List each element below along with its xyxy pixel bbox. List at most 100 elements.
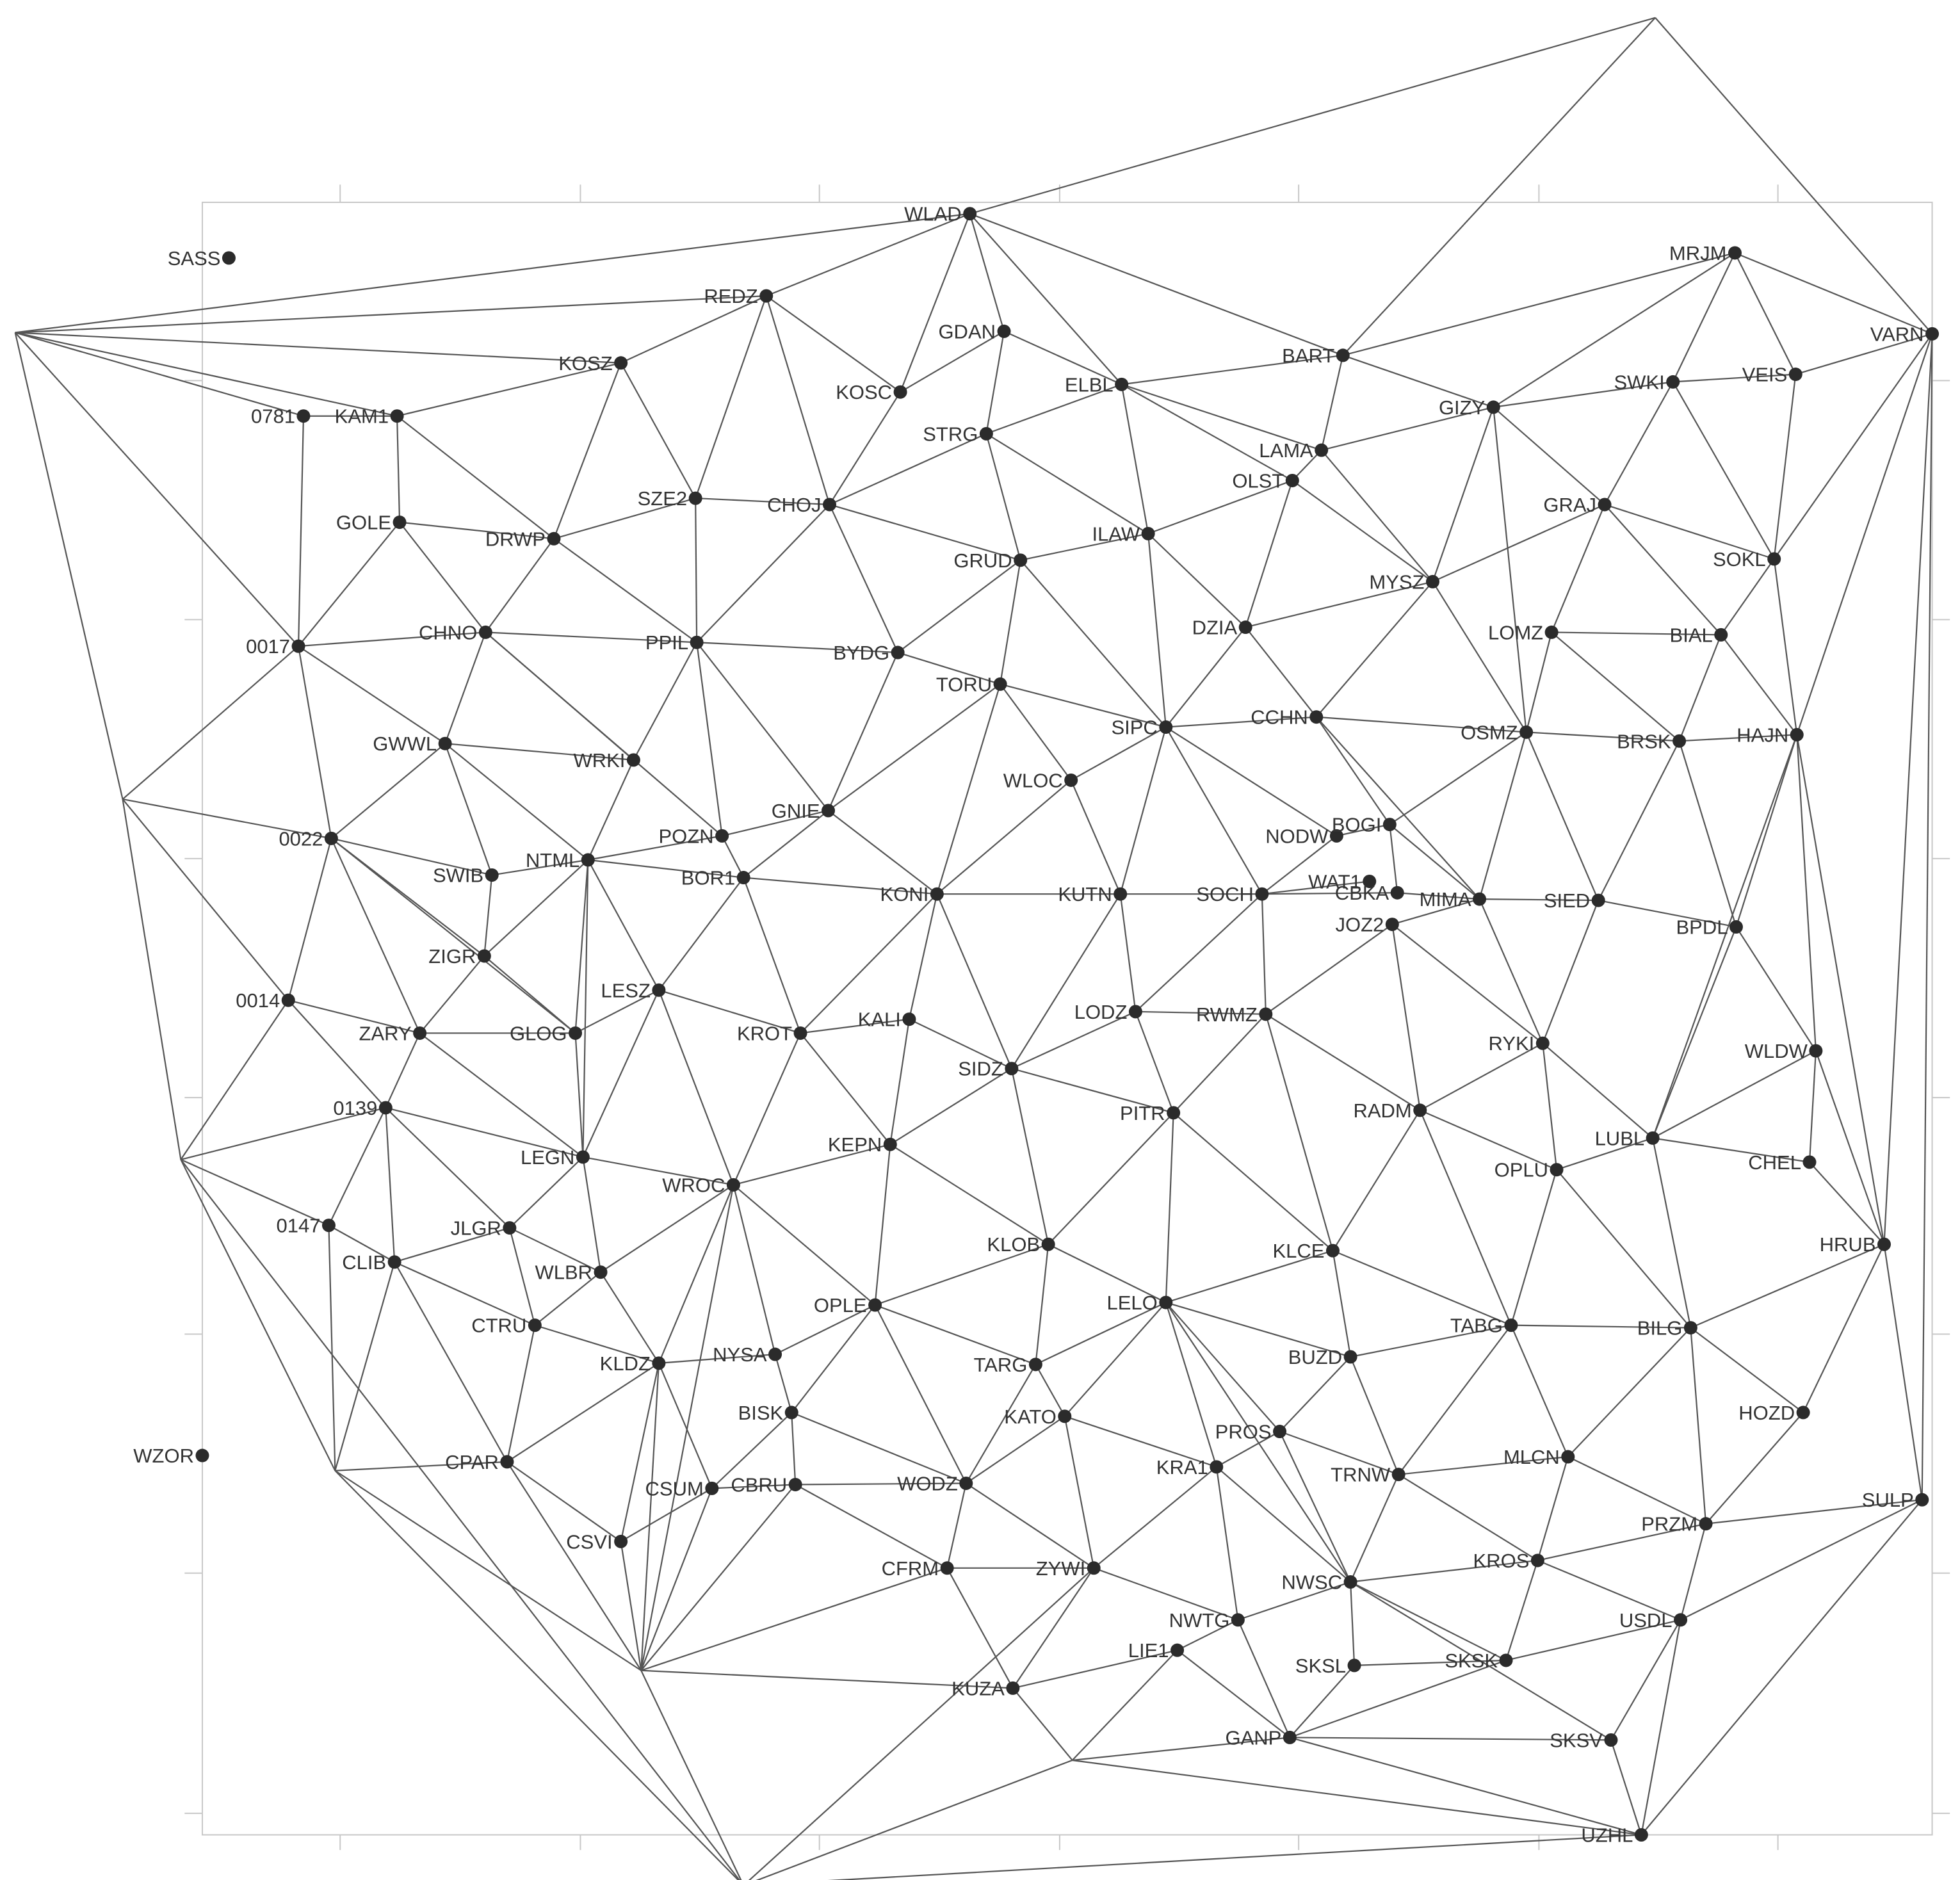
station-marker — [1604, 1733, 1618, 1747]
station-label: PITR — [1120, 1102, 1165, 1124]
network-edge — [1011, 1010, 1136, 1069]
network-edge — [1604, 503, 1775, 560]
network-edge — [969, 213, 1122, 385]
network-edge — [485, 631, 723, 837]
station-label: KLDZ — [600, 1352, 651, 1375]
station-marker — [1363, 874, 1377, 888]
network-edge — [969, 213, 1343, 356]
station-pitr: PITR — [1120, 1102, 1181, 1124]
network-edge — [721, 835, 745, 879]
station-cchn: CCHN — [1251, 706, 1324, 729]
station-lama: LAMA — [1259, 439, 1329, 462]
network-edge — [483, 955, 576, 1034]
station-marker — [1141, 526, 1155, 540]
network-edge — [1135, 893, 1263, 1012]
network-edge — [827, 1834, 1642, 1880]
network-edge — [1678, 634, 1722, 741]
network-edge — [385, 1107, 510, 1229]
station-hajn: HAJN — [1737, 724, 1804, 746]
station-label: SULP — [1862, 1489, 1914, 1511]
network-edge — [985, 433, 1149, 535]
station-label: CHNO — [419, 621, 477, 644]
plot-frame — [184, 184, 1950, 1851]
station-koni: KONI — [880, 883, 944, 905]
network-edge — [1000, 560, 1021, 685]
network-edge — [1598, 900, 1737, 928]
network-edge — [1493, 407, 1605, 505]
station-marker — [291, 639, 305, 653]
station-bpdl: BPDL — [1676, 916, 1743, 939]
network-edge — [1493, 381, 1673, 408]
station-label: GRUD — [953, 549, 1012, 572]
network-edge — [985, 331, 1005, 434]
station-marker — [1714, 628, 1728, 642]
station-rwmz: RWMZ — [1196, 1003, 1273, 1026]
network-edge — [122, 645, 299, 800]
station-csvi: CSVI — [566, 1530, 628, 1553]
station-marker — [569, 1026, 583, 1040]
network-edge — [1537, 1456, 1569, 1561]
network-edge — [180, 1159, 336, 1471]
network-edge — [1796, 734, 1885, 1245]
network-edge — [1165, 1250, 1333, 1304]
station-marker — [1347, 1658, 1361, 1673]
station-sulp: SULP — [1862, 1489, 1929, 1511]
station-0147: 0147 — [276, 1215, 336, 1237]
station-marker — [1499, 1653, 1513, 1667]
station-mima: MIMA — [1420, 888, 1487, 911]
network-edge — [509, 1156, 584, 1229]
station-label: 0139 — [333, 1097, 377, 1119]
network-edge — [445, 743, 634, 761]
station-label: KLOB — [987, 1233, 1040, 1256]
station-marker — [736, 871, 750, 885]
network-edge — [298, 521, 400, 647]
station-label: RYKI — [1489, 1032, 1535, 1055]
station-label: KOSZ — [558, 352, 612, 375]
station-marker — [1087, 1561, 1101, 1575]
network-edge — [1071, 726, 1167, 781]
station-label: GDAN — [938, 320, 996, 343]
network-edge — [331, 838, 492, 876]
station-label: KONI — [880, 883, 929, 905]
station-marker — [979, 426, 993, 441]
station-label: CBRU — [731, 1473, 787, 1496]
station-przm: PRZM — [1641, 1513, 1713, 1536]
station-label: 0017 — [246, 635, 290, 658]
network-edge — [908, 893, 938, 1019]
station-wrki: WRKI — [573, 749, 640, 772]
station-wloc: WLOC — [1003, 769, 1078, 791]
station-marker — [1519, 725, 1534, 739]
station-marker — [1802, 1155, 1817, 1169]
network-edge — [1610, 1619, 1681, 1740]
network-edge — [444, 743, 588, 861]
station-marker — [1683, 1321, 1697, 1335]
station-joz2: JOZ2 — [1336, 914, 1399, 936]
network-edge — [791, 1411, 967, 1484]
network-edge — [1292, 450, 1322, 482]
network-edge — [1773, 558, 1798, 735]
network-edge — [288, 1000, 387, 1108]
network-edge — [1398, 1473, 1538, 1561]
network-edge — [1071, 1649, 1178, 1761]
network-edge — [791, 1412, 797, 1485]
network-edge — [330, 838, 421, 1033]
network-edge — [1279, 1431, 1352, 1582]
network-edge — [1690, 1244, 1884, 1329]
station-hozd: HOZD — [1738, 1402, 1810, 1424]
network-edge — [1505, 1560, 1539, 1661]
station-marker — [1544, 625, 1559, 639]
station-marker — [576, 1150, 590, 1164]
network-edge — [1000, 683, 1167, 728]
network-edge — [582, 859, 589, 1157]
station-marker — [321, 1219, 336, 1233]
station-0017: 0017 — [246, 635, 305, 658]
network-edge — [1493, 252, 1736, 408]
station-label: OPLE — [814, 1294, 867, 1317]
station-sidz: SIDZ — [958, 1058, 1019, 1080]
network-edge — [1598, 740, 1680, 901]
station-label: WAT1 — [1308, 870, 1361, 893]
station-marker — [413, 1026, 427, 1040]
station-label: CCHN — [1251, 706, 1308, 729]
network-edge — [15, 332, 304, 417]
station-marker — [1231, 1613, 1245, 1627]
